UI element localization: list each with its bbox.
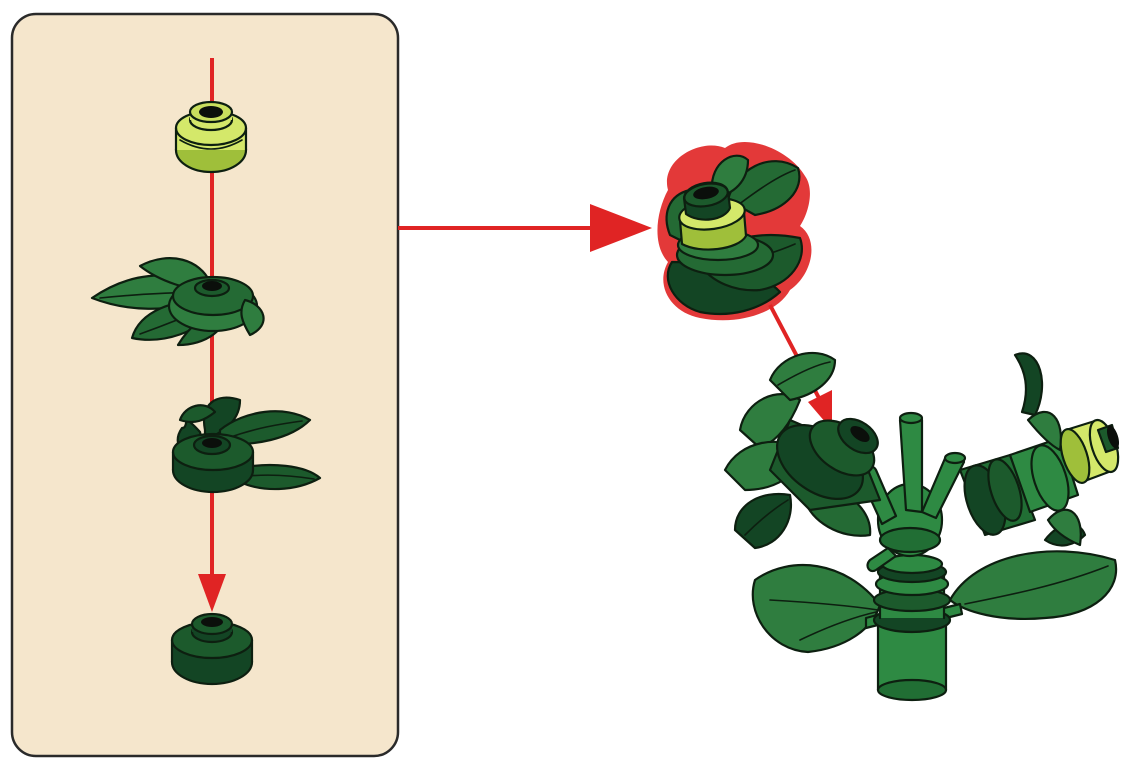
plant-stem-assembly [725, 353, 1124, 700]
transfer-arrowhead [590, 204, 652, 252]
flower-head-assembly [657, 142, 811, 320]
